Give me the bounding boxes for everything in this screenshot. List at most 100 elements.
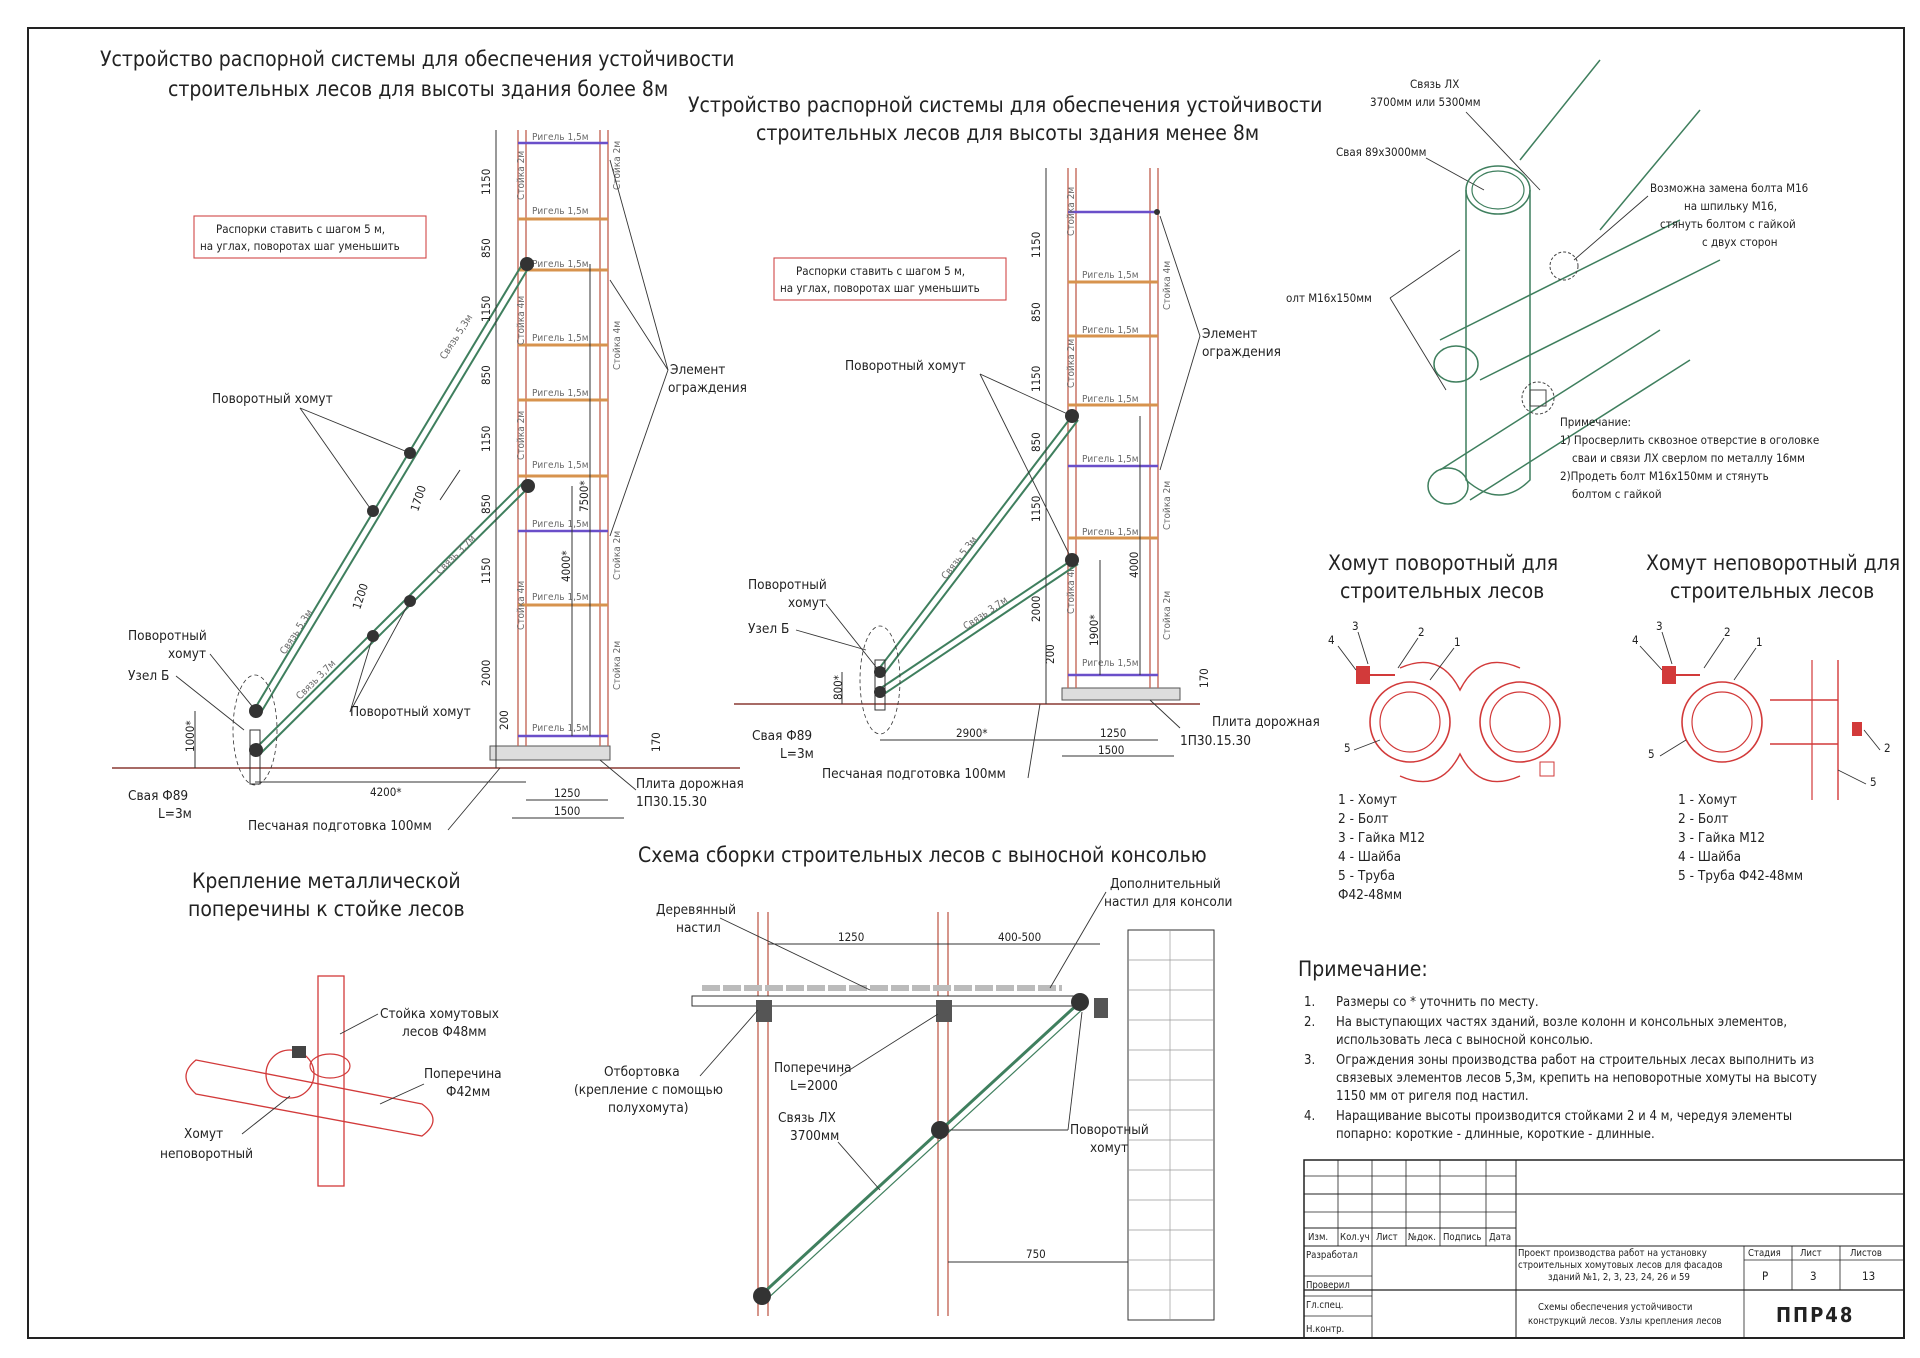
left-dim-1500: 1500 [554, 804, 580, 818]
svg-text:Крепление металлической: Крепление металлической [192, 869, 461, 893]
svg-text:2: 2 [1884, 741, 1891, 755]
svg-text:Поперечина: Поперечина [774, 1060, 852, 1076]
svg-text:Изм.: Изм. [1308, 1232, 1328, 1243]
svg-text:3 - Гайка М12: 3 - Гайка М12 [1678, 830, 1765, 846]
svg-text:№док.: №док. [1408, 1232, 1436, 1243]
svg-text:L=2000: L=2000 [790, 1078, 838, 1094]
svg-text:5 - Труба Ф42-48мм: 5 - Труба Ф42-48мм [1678, 868, 1803, 884]
left-label-pile-length: L=3м [158, 806, 192, 822]
svg-text:Ригель 1,5м: Ригель 1,5м [532, 132, 589, 143]
svg-text:связевых элементов лесов 5,3м,: связевых элементов лесов 5,3м, крепить н… [1336, 1071, 1817, 1086]
svg-text:Ригель 1,5м: Ригель 1,5м [532, 723, 589, 734]
svg-text:Гл.спец.: Гл.спец. [1306, 1300, 1343, 1311]
svg-text:1500: 1500 [1098, 743, 1124, 757]
svg-text:5: 5 [1870, 775, 1877, 789]
left-dim-1700: 1700 [408, 484, 429, 513]
mid-rungs [1068, 210, 1158, 677]
left-note-line2: на углах, поворотах шаг уменьшить [200, 239, 400, 253]
svg-text:3.: 3. [1304, 1053, 1315, 1068]
svg-text:3: 3 [1810, 1269, 1817, 1283]
svg-text:Проект производства работ на у: Проект производства работ на установку [1518, 1248, 1707, 1259]
svg-text:1.: 1. [1304, 995, 1315, 1010]
svg-text:Стойка 2м: Стойка 2м [516, 411, 527, 460]
svg-text:Возможна замена болта М16: Возможна замена болта М16 [1650, 181, 1808, 195]
svg-text:лесов Ф48мм: лесов Ф48мм [402, 1024, 487, 1040]
svg-text:полухомута): полухомута) [608, 1100, 689, 1116]
left-pile [249, 729, 261, 785]
left-scaffold-drawing: Устройство распорной системы для обеспеч… [100, 47, 747, 834]
svg-text:750: 750 [1026, 1247, 1046, 1261]
mid-note-box [773, 257, 1007, 301]
left-label-hinge-left: Поворотный [128, 628, 207, 644]
swivel-clamp-detail: Хомут поворотный для строительных лесов … [1328, 551, 1561, 903]
svg-text:Лист: Лист [1800, 1248, 1822, 1259]
svg-text:Стойка хомутовых: Стойка хомутовых [380, 1006, 499, 1022]
svg-text:Стойка 2м: Стойка 2м [612, 531, 623, 580]
left-dim-1150a: 1150 [479, 169, 493, 195]
svg-text:850: 850 [1029, 432, 1043, 452]
left-dim-1150b: 1150 [479, 296, 493, 322]
svg-text:Ригель 1,5м: Ригель 1,5м [1082, 394, 1139, 405]
svg-text:Ригель 1,5м: Ригель 1,5м [532, 388, 589, 399]
svg-text:с двух сторон: с двух сторон [1702, 235, 1777, 249]
svg-text:1150: 1150 [1029, 496, 1043, 522]
svg-text:Стойка 4м: Стойка 4м [612, 321, 623, 370]
svg-text:2: 2 [1418, 625, 1425, 639]
svg-text:4 - Шайба: 4 - Шайба [1678, 849, 1741, 865]
fixed-clamp-detail: Хомут неповоротный для строительных лесо… [1632, 551, 1900, 884]
svg-text:стянуть болтом с гайкой: стянуть болтом с гайкой [1660, 217, 1796, 231]
svg-text:4: 4 [1632, 633, 1639, 647]
left-dim-850b: 850 [479, 365, 493, 385]
left-label-hinge-left2: хомут [168, 646, 206, 662]
left-road-plate [489, 745, 611, 761]
svg-text:Хомут: Хомут [184, 1126, 223, 1142]
svg-text:Связь 5,3м: Связь 5,3м [438, 313, 475, 362]
mid-label-pile: Свая Ф89 [752, 728, 812, 744]
svg-text:4: 4 [1328, 633, 1335, 647]
svg-text:Ригель 1,5м: Ригель 1,5м [1082, 527, 1139, 538]
left-dim-7500: 7500* [577, 481, 591, 513]
svg-text:2 - Болт: 2 - Болт [1678, 811, 1728, 827]
svg-text:Ф42мм: Ф42мм [446, 1084, 490, 1100]
svg-text:Стойка 2м: Стойка 2м [516, 151, 527, 200]
mid-title-line1: Устройство распорной системы для обеспеч… [688, 93, 1322, 117]
svg-text:Стойка 2м: Стойка 2м [612, 141, 623, 190]
svg-text:3 - Гайка М12: 3 - Гайка М12 [1338, 830, 1425, 846]
left-dim-200: 200 [497, 710, 511, 730]
pile-connection-detail: Связь ЛХ 3700мм или 5300мм Свая 89х3000м… [1286, 59, 1819, 505]
left-dim-850c: 850 [479, 494, 493, 514]
sheet-frame [27, 27, 1905, 1339]
svg-text:строительных хомутовых лесов д: строительных хомутовых лесов для фасадов [1518, 1260, 1723, 1271]
swivel-bolt-icon [1356, 666, 1370, 684]
svg-text:Ф42-48мм: Ф42-48мм [1338, 887, 1402, 903]
svg-text:4.: 4. [1304, 1109, 1315, 1124]
svg-text:Ригель 1,5м: Ригель 1,5м [1082, 658, 1139, 669]
svg-text:на углах, поворотах шаг уменьш: на углах, поворотах шаг уменьшить [780, 281, 980, 295]
mid-label-hinge-top: Поворотный хомут [845, 358, 966, 374]
svg-text:Дата: Дата [1489, 1232, 1511, 1243]
left-dim-4000: 4000* [559, 551, 573, 583]
svg-text:Ригель 1,5м: Ригель 1,5м [1082, 270, 1139, 281]
svg-text:Подпись: Подпись [1443, 1232, 1481, 1243]
svg-text:2.: 2. [1304, 1015, 1315, 1030]
svg-text:Стойка 2м: Стойка 2м [612, 641, 623, 690]
svg-text:3: 3 [1656, 619, 1663, 633]
svg-text:Ограждения зоны производства р: Ограждения зоны производства работ на ст… [1336, 1053, 1814, 1068]
svg-text:настил для консоли: настил для консоли [1104, 894, 1232, 910]
svg-text:Схемы обеспечения устойчивости: Схемы обеспечения устойчивости [1538, 1302, 1692, 1313]
left-dim-4200: 4200* [370, 785, 402, 799]
svg-text:1 - Хомут: 1 - Хомут [1678, 792, 1737, 808]
svg-text:2)Продеть болт М16х150мм и стя: 2)Продеть болт М16х150мм и стянуть [1560, 469, 1769, 483]
left-dim-1250: 1250 [554, 786, 580, 800]
left-dim-850a: 850 [479, 238, 493, 258]
svg-text:Хомут неповоротный для: Хомут неповоротный для [1646, 551, 1900, 575]
svg-text:на шпильку М16,: на шпильку М16, [1684, 199, 1777, 213]
console-assembly: Схема сборки строительных лесов с выносн… [574, 843, 1232, 1321]
svg-text:5: 5 [1648, 747, 1655, 761]
left-dim-1000: 1000* [183, 721, 197, 753]
svg-text:2900*: 2900* [956, 726, 988, 740]
svg-text:Стойка 2м: Стойка 2м [1162, 591, 1173, 640]
svg-text:Стойка 4м: Стойка 4м [1066, 565, 1077, 614]
svg-text:Лист: Лист [1376, 1232, 1398, 1243]
left-dim-1150c: 1150 [479, 426, 493, 452]
